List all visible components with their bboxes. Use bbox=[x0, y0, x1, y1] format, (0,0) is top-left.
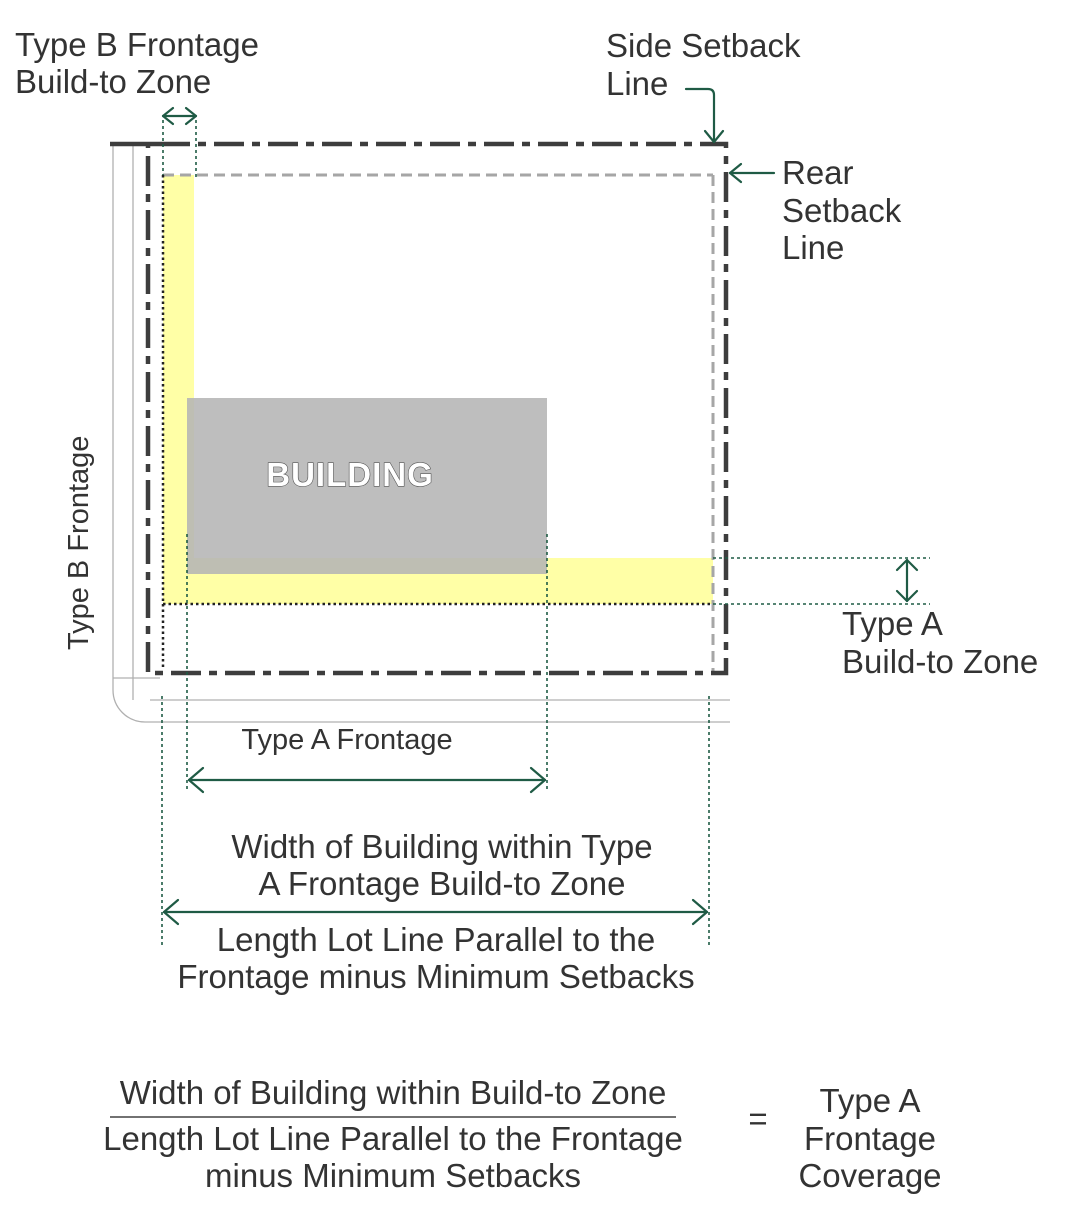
formula-result-line1: Type A bbox=[820, 1082, 921, 1119]
side-setback-label-line1: Side Setback bbox=[606, 27, 801, 64]
extension-lines bbox=[161, 120, 930, 945]
lot-line bbox=[110, 141, 729, 676]
street-edge bbox=[112, 145, 730, 723]
rear-setback-label-line1: Rear bbox=[782, 154, 854, 191]
rear-setback-label-line2: Setback bbox=[782, 192, 902, 229]
side-setback-leader-arrow bbox=[684, 87, 725, 144]
building-width-label-line2: A Frontage Build-to Zone bbox=[259, 865, 626, 902]
type-b-btz-dimension-arrow bbox=[161, 106, 198, 126]
rear-setback-leader-arrow bbox=[728, 162, 776, 184]
type-a-btz-dimension-arrow bbox=[895, 558, 919, 603]
lot-length-label-line1: Length Lot Line Parallel to the bbox=[217, 921, 656, 958]
type-a-frontage-label: Type A Frontage bbox=[241, 724, 452, 756]
type-b-frontage-label: Type B Frontage bbox=[63, 436, 95, 650]
formula-denominator-line1: Length Lot Line Parallel to the Frontage bbox=[103, 1120, 683, 1157]
formula-numerator: Width of Building within Build-to Zone bbox=[120, 1074, 667, 1111]
type-a-btz-label-line1: Type A bbox=[842, 605, 943, 642]
type-a-frontage-dimension-arrow bbox=[187, 766, 547, 794]
formula-denominator-line2: minus Minimum Setbacks bbox=[205, 1157, 581, 1194]
building-footprint bbox=[187, 398, 547, 574]
dimension-arrows bbox=[161, 87, 919, 926]
build-to-zone-boundaries bbox=[161, 175, 713, 668]
type-a-btz-label-line2: Build-to Zone bbox=[842, 643, 1038, 680]
type-b-btz-label-line2: Build-to Zone bbox=[15, 63, 211, 100]
side-setback-label-line2: Line bbox=[606, 65, 668, 102]
rear-setback-label-line3: Line bbox=[782, 229, 844, 266]
formula-result-line2: Frontage bbox=[804, 1120, 936, 1157]
formula-result-line3: Coverage bbox=[798, 1157, 941, 1194]
type-b-btz-label-line1: Type B Frontage bbox=[15, 26, 259, 63]
setback-line bbox=[163, 173, 715, 672]
lot-length-dimension-arrow bbox=[162, 898, 709, 926]
building-label: BUILDING bbox=[266, 456, 434, 493]
lot-length-label-line2: Frontage minus Minimum Setbacks bbox=[177, 958, 694, 995]
formula-equals-sign: = bbox=[748, 1100, 767, 1137]
building-width-label-line1: Width of Building within Type bbox=[231, 828, 652, 865]
